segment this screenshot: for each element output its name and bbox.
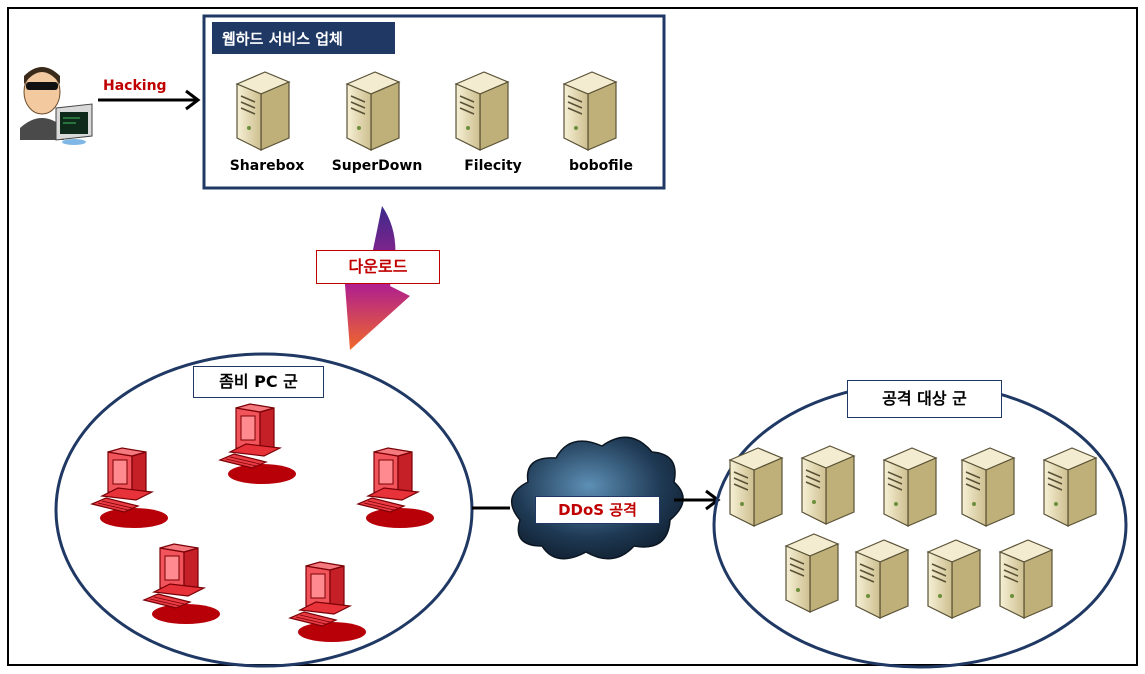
service-name-filecity: Filecity bbox=[464, 158, 522, 174]
service-name-sharebox: Sharebox bbox=[229, 158, 305, 174]
zombie-group-ellipse bbox=[54, 352, 474, 668]
hacking-arrow bbox=[98, 89, 201, 111]
server-icon bbox=[236, 71, 290, 151]
target-server-icon bbox=[927, 539, 981, 619]
outer-frame bbox=[7, 7, 1138, 666]
zombie-pc-icon bbox=[219, 403, 297, 485]
zombie-group-label: 좀비 PC 군 bbox=[193, 366, 324, 398]
server-icon bbox=[346, 71, 400, 151]
webhard-group-label: 웹하드 서비스 업체 bbox=[212, 22, 395, 54]
target-group-label: 공격 대상 군 bbox=[847, 380, 1002, 418]
zombie-pc-icon bbox=[289, 561, 367, 643]
zombie-pc-icon bbox=[357, 447, 435, 529]
hacker-icon bbox=[20, 67, 93, 145]
hacking-label: Hacking bbox=[103, 78, 167, 94]
server-icon bbox=[455, 71, 509, 151]
zombie-pc-icon bbox=[91, 447, 169, 529]
ddos-attack-label: DDoS 공격 bbox=[535, 496, 660, 524]
target-server-icon bbox=[961, 447, 1015, 527]
server-icon bbox=[563, 71, 617, 151]
target-server-icon bbox=[1043, 447, 1097, 527]
target-server-icon bbox=[785, 533, 839, 613]
target-server-icon bbox=[999, 539, 1053, 619]
target-server-icon bbox=[729, 447, 783, 527]
target-group-ellipse bbox=[712, 381, 1128, 669]
service-name-bobofile: bobofile bbox=[569, 158, 633, 174]
target-server-icon bbox=[801, 445, 855, 525]
target-server-icon bbox=[855, 539, 909, 619]
target-server-icon bbox=[883, 447, 937, 527]
zombie-pc-icon bbox=[143, 543, 221, 625]
download-label: 다운로드 bbox=[316, 250, 440, 284]
service-name-superdown: SuperDown bbox=[331, 158, 423, 174]
